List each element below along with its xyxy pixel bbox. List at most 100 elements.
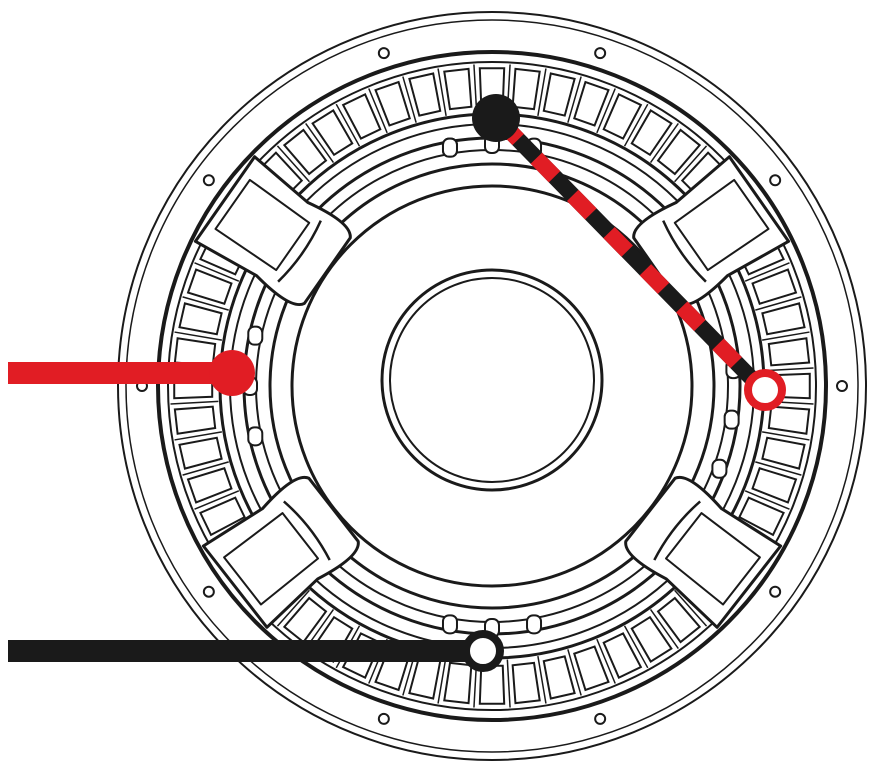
cooling-slot xyxy=(751,467,798,504)
slot-divider xyxy=(174,431,222,441)
jumper-terminal-red xyxy=(744,369,786,411)
slot-divider xyxy=(537,68,547,116)
cooling-slot xyxy=(178,302,223,336)
slot-divider xyxy=(194,490,240,510)
cooling-slot xyxy=(511,661,541,705)
cooling-slot xyxy=(186,467,233,504)
inner-bolt xyxy=(711,458,728,479)
slot-divider xyxy=(567,76,582,123)
slot-divider xyxy=(623,103,649,147)
slot-divider xyxy=(437,656,447,704)
basket-spokes xyxy=(193,155,791,629)
cooling-slot xyxy=(542,72,576,117)
outer-flange-inner-edge xyxy=(125,19,859,753)
positive-terminal xyxy=(209,350,255,396)
cooling-slot xyxy=(630,109,673,157)
inner-bolt xyxy=(441,137,458,158)
cooling-slot xyxy=(767,405,811,435)
mount-hole xyxy=(836,380,848,392)
cooling-slot xyxy=(573,645,610,692)
cooling-slot xyxy=(443,661,473,705)
slot-divider xyxy=(368,88,388,134)
slot-divider xyxy=(744,490,790,510)
cooling-slot xyxy=(173,337,217,367)
slot-divider xyxy=(182,461,229,476)
cooling-slot xyxy=(602,93,643,140)
jumper-wire-stripes xyxy=(494,115,768,395)
slot-divider xyxy=(567,649,582,696)
inner-bolt xyxy=(526,614,543,635)
cooling-slot xyxy=(761,436,806,470)
basket-outer-rim xyxy=(156,50,828,722)
cooling-slot xyxy=(443,67,473,111)
mount-hole xyxy=(202,174,215,187)
cooling-slot xyxy=(199,496,246,537)
cooling-slot xyxy=(408,655,442,700)
cooling-slot xyxy=(656,596,702,644)
inner-ring-d xyxy=(268,162,716,610)
slot-divider xyxy=(765,367,814,372)
slot-divider xyxy=(335,103,361,147)
jumper-terminal-black xyxy=(472,94,520,142)
cooling-slot xyxy=(573,80,610,127)
slot-divider xyxy=(744,262,790,282)
mount-hole xyxy=(769,585,782,598)
mount-hole xyxy=(377,47,390,60)
basket-rim-inner xyxy=(167,61,817,711)
slot-divider xyxy=(194,262,240,282)
slot-divider xyxy=(649,122,679,163)
cooling-slot xyxy=(408,72,442,117)
slot-divider xyxy=(174,331,222,341)
inner-bolt xyxy=(247,325,264,346)
slot-divider xyxy=(305,122,335,163)
slot-divider xyxy=(537,656,547,704)
cooling-slot xyxy=(178,436,223,470)
slot-divider xyxy=(276,145,310,183)
slot-divider xyxy=(623,625,649,669)
mount-hole xyxy=(594,712,607,725)
slot-divider xyxy=(402,76,417,123)
cooling-slot xyxy=(602,632,643,679)
slot-divider xyxy=(170,400,219,405)
cooling-slot xyxy=(751,268,798,305)
slot-divider xyxy=(596,638,616,684)
outer-flange-edge xyxy=(117,11,867,761)
inner-bolt xyxy=(441,614,458,635)
slot-divider xyxy=(596,88,616,134)
spoke-bracket-curve xyxy=(283,500,331,561)
mount-hole xyxy=(377,712,390,725)
negative-terminal xyxy=(462,630,504,672)
wiring xyxy=(8,94,786,672)
cooling-slot xyxy=(542,655,576,700)
pole-cap-outer xyxy=(380,268,604,492)
spoke-bracket-curve xyxy=(662,220,707,283)
spoke-inner-panel xyxy=(673,178,770,272)
cooling-slot xyxy=(767,337,811,367)
cooling-slot xyxy=(311,109,354,157)
inner-bolt xyxy=(723,409,740,430)
spoke-bracket-curve xyxy=(653,500,701,561)
magnet-plate xyxy=(290,184,694,588)
spoke-inner-panel xyxy=(223,512,320,606)
slot-divider xyxy=(437,68,447,116)
slot-divider xyxy=(649,609,679,650)
cooling-slot xyxy=(656,128,702,176)
spoke-inner-panel xyxy=(214,178,311,272)
cooling-slot xyxy=(282,596,328,644)
mount-holes xyxy=(136,47,848,725)
cooling-slot xyxy=(374,80,411,127)
slot-divider xyxy=(276,589,310,627)
slot-divider xyxy=(762,431,810,441)
cooling-slot xyxy=(738,496,785,537)
slot-divider xyxy=(506,659,511,708)
cooling-slot xyxy=(511,67,541,111)
slot-divider xyxy=(762,331,810,341)
mount-hole xyxy=(594,47,607,60)
mount-hole xyxy=(769,174,782,187)
slot-divider xyxy=(674,145,708,183)
cooling-slot xyxy=(186,268,233,305)
slot-divider xyxy=(674,589,708,627)
mount-hole xyxy=(202,585,215,598)
slot-divider xyxy=(755,461,802,476)
